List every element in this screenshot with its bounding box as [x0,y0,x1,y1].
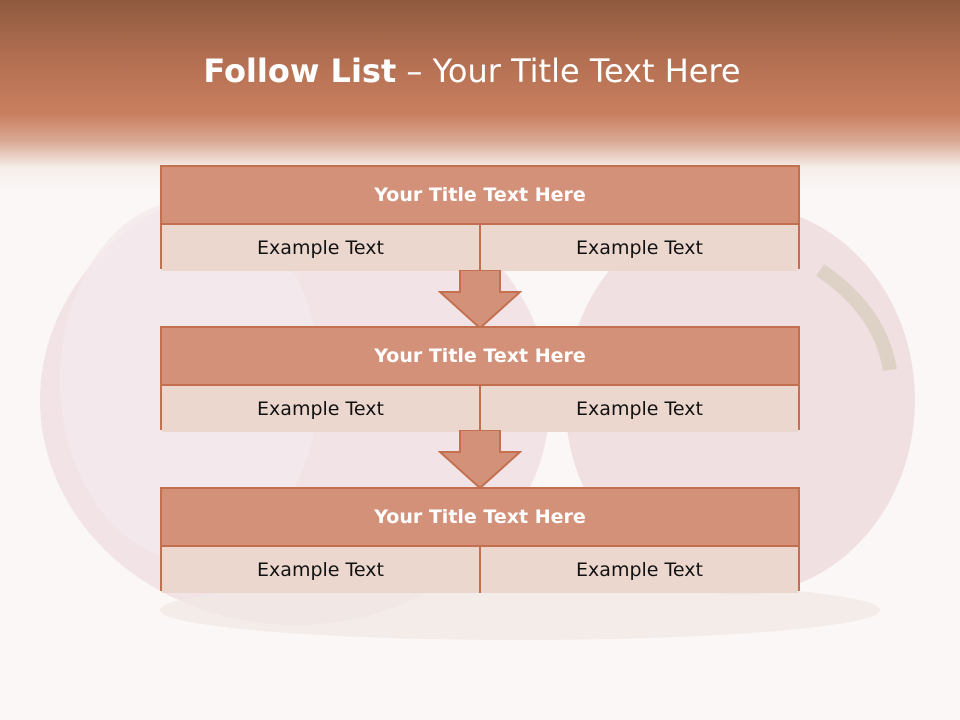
list-block-3: Your Title Text Here Example Text Exampl… [160,487,800,593]
slide-title-rest: – Your Title Text Here [406,52,741,90]
block-row: Example Text Example Text [162,386,798,432]
garlic-stem-right [816,264,897,372]
block-row: Example Text Example Text [162,547,798,593]
block-cell-right: Example Text [481,547,798,593]
block-row: Example Text Example Text [162,225,798,271]
slide-title: Follow List – Your Title Text Here [0,52,944,90]
header-band [0,0,960,190]
list-block-2: Your Title Text Here Example Text Exampl… [160,326,800,432]
block-cell-right: Example Text [481,225,798,271]
block-cell-left: Example Text [162,547,481,593]
down-arrow-icon [438,430,522,490]
down-arrow-icon [438,270,522,330]
garlic-shadow [160,580,880,640]
block-cell-right: Example Text [481,386,798,432]
block-cell-left: Example Text [162,225,481,271]
block-cell-left: Example Text [162,386,481,432]
list-block-1: Your Title Text Here Example Text Exampl… [160,165,800,271]
slide-title-bold: Follow List [203,52,397,90]
block-title: Your Title Text Here [162,328,798,386]
block-title: Your Title Text Here [162,167,798,225]
block-title: Your Title Text Here [162,489,798,547]
